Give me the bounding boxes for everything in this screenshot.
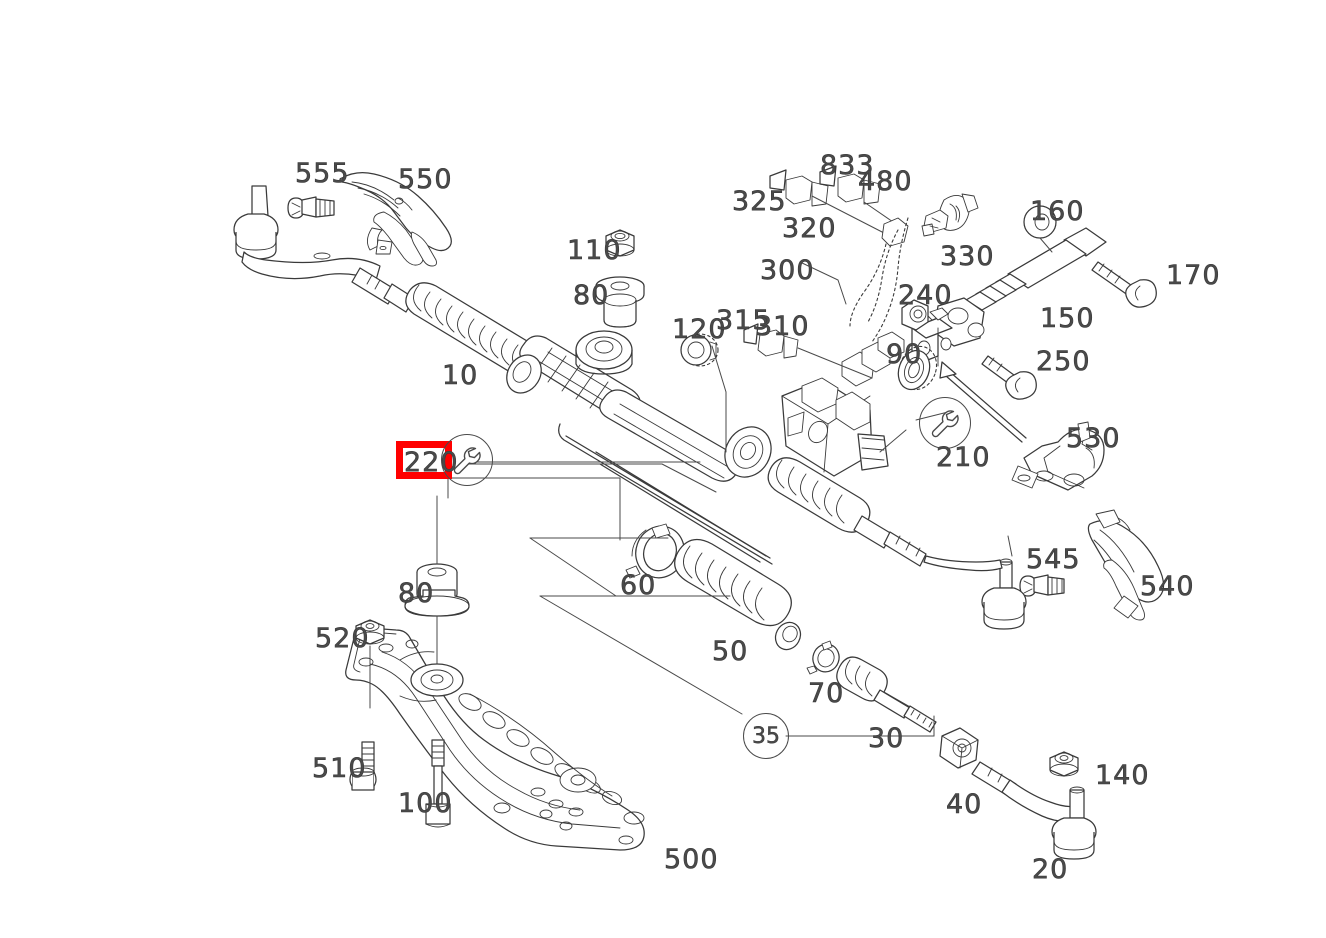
part-20-outer-tie-rod-end [971, 761, 1097, 860]
callout-550: 550 [398, 164, 453, 195]
part-330-bracket [921, 193, 979, 237]
callout-240: 240 [898, 280, 953, 311]
wrench-badge-220 [441, 434, 493, 486]
callout-40: 40 [946, 789, 983, 820]
part-right-tie-rod-end-mid [923, 555, 1027, 630]
callout-100: 100 [398, 788, 453, 819]
wrench-badge-210 [919, 397, 971, 449]
part-520-flange-nut [355, 619, 385, 709]
callout-80b: 80 [398, 578, 435, 609]
part-30-inner-tie-rod [836, 656, 937, 733]
callout-170: 170 [1166, 260, 1221, 291]
callout-540: 540 [1140, 571, 1195, 602]
part-70-boot-clamp-small [806, 640, 840, 675]
part-90-sealing-ring [897, 345, 938, 391]
callout-530: 530 [1066, 423, 1121, 454]
part-510-short-bolt [349, 741, 377, 791]
part-170-bolt [1091, 261, 1157, 308]
part-10-steering-gear-assembly [351, 267, 927, 567]
part-120-dust-cap [680, 333, 719, 367]
callout-30: 30 [868, 723, 905, 754]
callout-250: 250 [1036, 346, 1091, 377]
part-555-bolt [287, 196, 335, 219]
part-110-nut [605, 229, 635, 257]
callout-70: 70 [808, 678, 845, 709]
part-left-tie-rod-end [233, 185, 381, 281]
part-250-bolt [981, 355, 1037, 400]
callout-60: 60 [620, 570, 657, 601]
callout-160: 160 [1030, 196, 1085, 227]
callout-310: 310 [755, 311, 810, 342]
part-500-front-axle-carrier [345, 627, 645, 851]
part-140-lock-nut [1049, 751, 1079, 777]
part-50-boot [674, 538, 802, 651]
callout-50: 50 [712, 636, 749, 667]
callout-510: 510 [312, 753, 367, 784]
part-60-boot-clamp [625, 523, 685, 579]
part-325-320-833-480 [769, 165, 909, 343]
callout-330: 330 [940, 241, 995, 272]
part-80-mount-lower [404, 495, 470, 679]
part-80-mount-upper [595, 276, 645, 328]
callout-315: 315 [716, 305, 771, 336]
part-530-bracket [939, 361, 1105, 491]
part-240-eccentric-bush [901, 299, 929, 331]
callout-500: 500 [664, 844, 719, 875]
callout-120: 120 [672, 314, 727, 345]
callout-140: 140 [1095, 760, 1150, 791]
callout-555: 555 [295, 158, 350, 189]
callout-20: 20 [1032, 854, 1069, 885]
callout-325: 325 [732, 186, 787, 217]
callout-545: 545 [1026, 544, 1081, 575]
callout-320: 320 [782, 213, 837, 244]
callout-150: 150 [1040, 303, 1095, 334]
part-100-long-bolt [425, 739, 451, 828]
callout-520: 520 [315, 623, 370, 654]
part-40-adjusting-clamp [939, 727, 979, 769]
callout-10: 10 [442, 360, 479, 391]
part-315-310 [743, 323, 873, 379]
group-circle-35: 35 [743, 713, 789, 759]
callout-80a: 80 [573, 280, 610, 311]
callout-480: 480 [858, 166, 913, 197]
callout-110: 110 [567, 235, 622, 266]
callout-90: 90 [886, 339, 923, 370]
part-540-heat-shield [1087, 509, 1165, 621]
callout-300: 300 [760, 255, 815, 286]
part-545-bolt [1019, 574, 1065, 597]
callout-833: 833 [820, 150, 875, 181]
part-550-heat-shield [339, 172, 452, 267]
